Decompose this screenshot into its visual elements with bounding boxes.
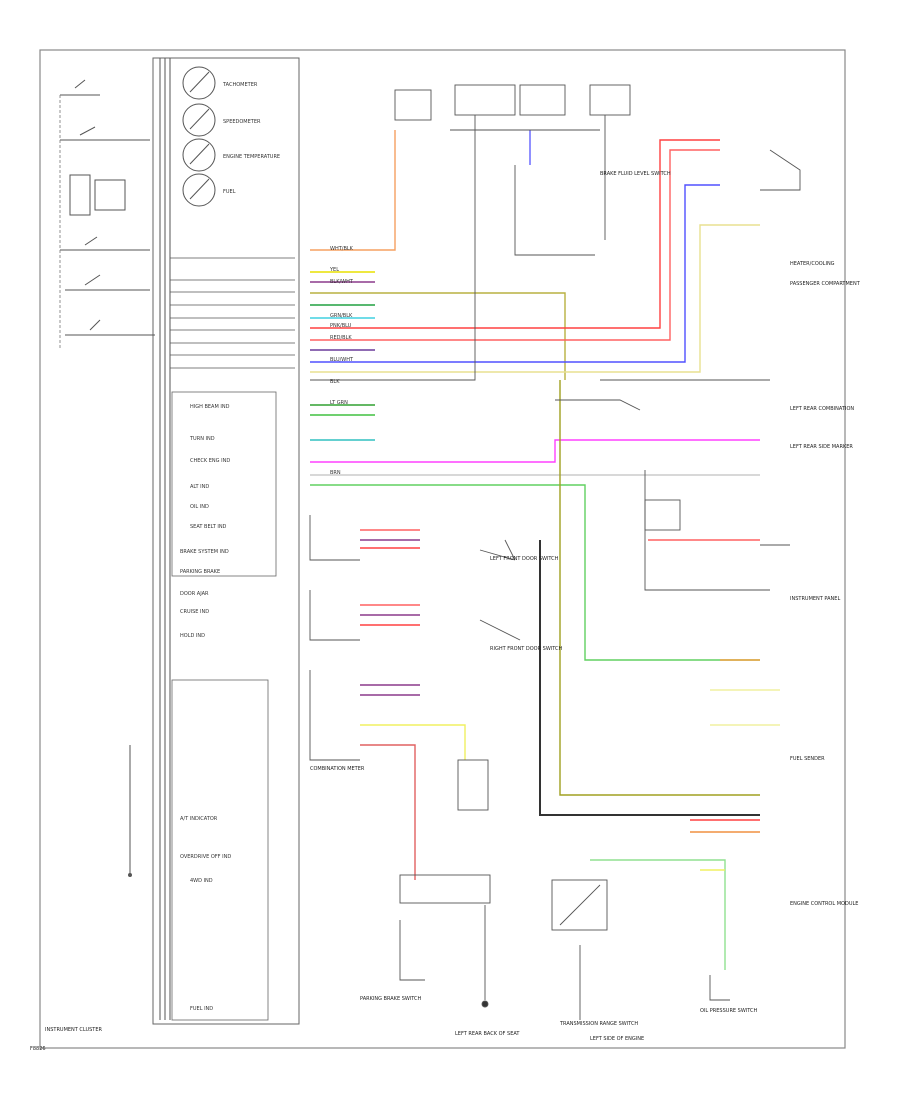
mid-labels: BRAKE FLUID LEVEL SWITCH LEFT FRONT DOOR… <box>310 171 671 772</box>
component-label: OIL PRESSURE SWITCH <box>700 1008 758 1014</box>
component-label: INSTRUMENT PANEL <box>790 596 840 602</box>
gauge-label: TACHOMETER <box>222 82 258 88</box>
indicator-label: OVERDRIVE OFF IND <box>180 854 231 860</box>
bottom-labels: PARKING BRAKE SWITCH LEFT REAR BACK OF S… <box>360 996 758 1042</box>
cluster-internal-wiring <box>170 257 295 369</box>
indicator-label: PARKING BRAKE <box>180 569 220 575</box>
wire-label: WHT/BLK <box>330 246 354 252</box>
diagram-frame <box>39 49 846 1049</box>
gauge-speedometer: SPEEDOMETER <box>182 103 261 137</box>
indicator-label: FUEL IND <box>190 1006 213 1012</box>
wire-label: YEL <box>329 267 339 273</box>
gauge-label: SPEEDOMETER <box>223 119 261 125</box>
wire-label: BLK <box>330 379 340 385</box>
indicator-label: ALT IND <box>190 484 209 490</box>
gauge-label: ENGINE TEMPERATURE <box>223 154 280 160</box>
gauge-tachometer: TACHOMETER <box>182 66 258 100</box>
indicator-label: SEAT BELT IND <box>190 524 227 530</box>
component-label: LEFT FRONT DOOR SWITCH <box>490 556 559 562</box>
component-label: LEFT REAR BACK OF SEAT <box>455 1031 520 1037</box>
wire-label: PNK/BLU <box>330 323 352 329</box>
wire-label: BRN <box>330 470 341 476</box>
component-label: PASSENGER COMPARTMENT <box>790 281 861 287</box>
connector-labels: WHT/BLK YEL BLK/WHT GRN/BLK PNK/BLU RED/… <box>329 246 354 476</box>
black-wiring <box>309 84 801 1020</box>
gauge-fuel: FUEL <box>182 173 236 207</box>
indicator-label: 4WD IND <box>190 878 213 884</box>
component-label: RIGHT FRONT DOOR SWITCH <box>490 646 563 652</box>
indicator-label: CRUISE IND <box>180 609 209 615</box>
indicator-label: DOOR AJAR <box>180 591 209 597</box>
colored-wires <box>310 130 780 970</box>
left-components <box>59 79 155 877</box>
component-label: COMBINATION METER <box>310 766 365 772</box>
component-label: PARKING BRAKE SWITCH <box>360 996 422 1002</box>
component-label: LEFT SIDE OF ENGINE <box>590 1036 644 1042</box>
indicator-list: HIGH BEAM IND TURN IND CHECK ENG IND ALT… <box>171 391 277 1021</box>
gauge-label: FUEL <box>223 189 236 195</box>
indicator-label: CHECK ENG IND <box>190 458 230 464</box>
indicator-label: HOLD IND <box>180 633 205 639</box>
wire-label: GRN/BLK <box>330 313 353 319</box>
indicator-label: HIGH BEAM IND <box>190 404 230 410</box>
page-code: F8826 <box>30 1046 46 1052</box>
gauge-engine-temperature: ENGINE TEMPERATURE <box>182 138 280 172</box>
indicator-label: BRAKE SYSTEM IND <box>180 549 229 555</box>
indicator-label: A/T INDICATOR <box>180 816 218 822</box>
indicator-label: OIL IND <box>190 504 209 510</box>
component-label: HEATER/COOLING <box>790 261 835 267</box>
wire-label: BLK/WHT <box>330 279 354 285</box>
indicator-label: TURN IND <box>189 436 215 442</box>
component-label: FUEL SENDER <box>790 756 825 762</box>
wire-label: LT GRN <box>330 400 348 406</box>
wire-label: RED/BLK <box>330 335 352 341</box>
component-label: LEFT REAR COMBINATION <box>790 406 854 412</box>
footer-label: INSTRUMENT CLUSTER <box>45 1027 103 1033</box>
component-label: TRANSMISSION RANGE SWITCH <box>559 1021 638 1027</box>
component-label: ENGINE CONTROL MODULE <box>790 901 858 907</box>
right-labels: HEATER/COOLING PASSENGER COMPARTMENT LEF… <box>790 261 861 907</box>
component-label: BRAKE FLUID LEVEL SWITCH <box>600 171 671 177</box>
component-label: LEFT REAR SIDE MARKER <box>790 444 853 450</box>
wire-label: BLU/WHT <box>330 357 354 363</box>
instrument-cluster-box <box>152 57 300 1025</box>
